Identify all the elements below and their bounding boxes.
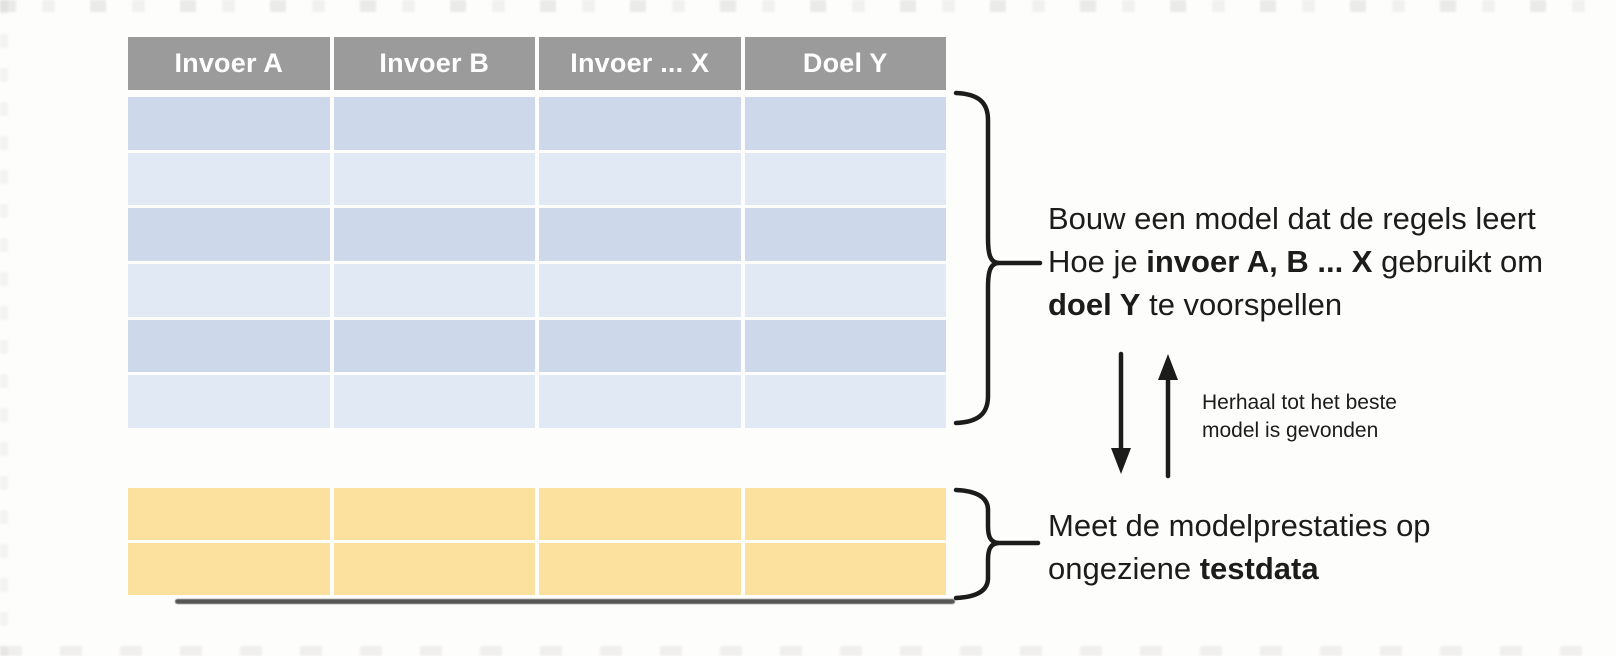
table-cell bbox=[539, 97, 741, 150]
table-cell bbox=[333, 152, 535, 206]
training-annotation-line1: Bouw een model dat de regels leert bbox=[1048, 201, 1536, 236]
table-cell bbox=[128, 152, 330, 206]
data-table-header-row: Invoer A Invoer B Invoer ... X Doel Y bbox=[128, 37, 946, 90]
table-cell bbox=[744, 375, 946, 428]
table-cell bbox=[744, 97, 946, 150]
table-cell bbox=[539, 319, 741, 373]
table-cell bbox=[128, 319, 330, 373]
table-cell bbox=[744, 208, 946, 261]
test-annotation: Meet de modelprestaties op ongeziene tes… bbox=[1048, 504, 1431, 590]
table-cell bbox=[128, 264, 330, 317]
loop-annotation: Herhaal tot het beste model is gevonden bbox=[1202, 391, 1397, 442]
table-cell bbox=[128, 488, 330, 540]
table-cell bbox=[128, 97, 330, 150]
table-cell bbox=[539, 375, 741, 428]
table-cell bbox=[539, 152, 741, 206]
scan-artifact-left bbox=[0, 0, 8, 656]
table-cell bbox=[333, 208, 535, 261]
training-data-table bbox=[128, 97, 946, 428]
iteration-arrows bbox=[1111, 351, 1178, 479]
curly-brace-test-icon bbox=[953, 487, 1041, 601]
column-header-invoer-x: Invoer ... X bbox=[539, 37, 741, 90]
table-cell bbox=[744, 152, 946, 206]
table-cell bbox=[539, 543, 741, 595]
scan-artifact-underline bbox=[175, 599, 955, 604]
table-cell bbox=[333, 319, 535, 373]
table-cell bbox=[333, 97, 535, 150]
test-annotation-line1: Meet de modelprestaties op bbox=[1048, 508, 1431, 543]
table-cell bbox=[744, 319, 946, 373]
table-cell bbox=[128, 543, 330, 595]
table-cell bbox=[333, 375, 535, 428]
table-cell bbox=[539, 488, 741, 540]
column-header-doel-y: Doel Y bbox=[744, 37, 946, 90]
test-data-table bbox=[128, 488, 946, 595]
column-header-invoer-b: Invoer B bbox=[333, 37, 535, 90]
table-cell bbox=[744, 264, 946, 317]
table-cell bbox=[333, 264, 535, 317]
column-header-invoer-a: Invoer A bbox=[128, 37, 330, 90]
table-cell bbox=[128, 208, 330, 261]
table-cell bbox=[539, 208, 741, 261]
curly-brace-training-icon bbox=[953, 90, 1043, 426]
training-annotation: Bouw een model dat de regels leert Hoe j… bbox=[1048, 197, 1543, 326]
scan-artifact-top bbox=[0, 0, 1616, 12]
table-cell bbox=[539, 264, 741, 317]
training-annotation-line2: Hoe je invoer A, B ... X gebruikt om bbox=[1048, 244, 1544, 279]
arrow-up-icon bbox=[1158, 354, 1178, 479]
table-cell bbox=[744, 488, 946, 540]
table-cell bbox=[333, 488, 535, 540]
arrow-down-icon bbox=[1111, 351, 1131, 474]
scan-artifact-bottom bbox=[0, 646, 1616, 656]
table-cell bbox=[333, 543, 535, 595]
training-annotation-line3: doel Y te voorspellen bbox=[1048, 287, 1343, 322]
table-cell bbox=[128, 375, 330, 428]
table-cell bbox=[744, 543, 946, 595]
test-annotation-line2: ongeziene testdata bbox=[1048, 551, 1319, 586]
